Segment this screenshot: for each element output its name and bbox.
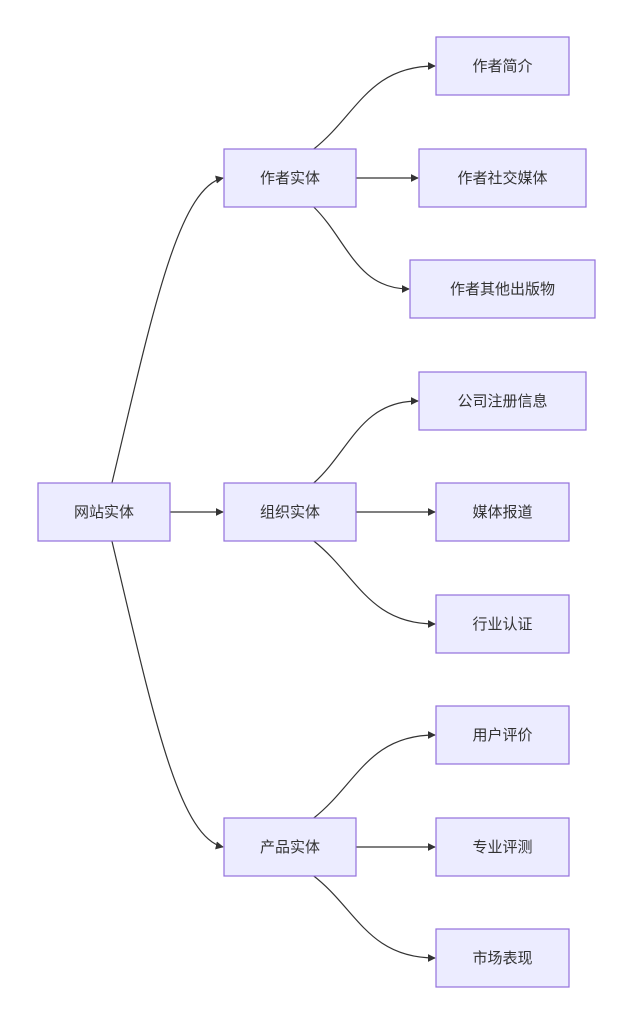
- edge-site-to-product: [111, 540, 224, 850]
- node-box: [418, 148, 587, 208]
- node-org-media[interactable]: 媒体报道: [435, 482, 570, 542]
- node-author[interactable]: 作者实体: [223, 148, 357, 208]
- node-prod-expert[interactable]: 专业评测: [435, 817, 570, 877]
- node-label: 媒体报道: [472, 503, 532, 521]
- node-label: 公司注册信息: [457, 392, 547, 410]
- node-box: [435, 482, 570, 542]
- edge-org-to-org_reg: [313, 397, 419, 484]
- node-org-reg[interactable]: 公司注册信息: [418, 371, 587, 431]
- node-box: [37, 482, 171, 542]
- node-label: 行业认证: [472, 615, 532, 633]
- node-box: [223, 148, 357, 208]
- node-label: 专业评测: [472, 838, 532, 856]
- node-label: 产品实体: [260, 838, 320, 856]
- edge-org-to-org_cert: [313, 540, 436, 628]
- node-product[interactable]: 产品实体: [223, 817, 357, 877]
- node-prod-market[interactable]: 市场表现: [435, 928, 570, 988]
- edge-product-to-prod_market: [313, 875, 436, 962]
- node-label: 作者其他出版物: [450, 280, 555, 298]
- node-author-pubs[interactable]: 作者其他出版物: [409, 259, 596, 319]
- node-box: [223, 482, 357, 542]
- node-label: 市场表现: [472, 949, 532, 967]
- edge-site-to-author: [111, 175, 224, 484]
- edge-author-to-author_bio: [313, 62, 436, 150]
- node-box: [435, 817, 570, 877]
- edges-layer: [111, 62, 436, 962]
- node-box: [409, 259, 596, 319]
- node-box: [435, 705, 570, 765]
- edge-product-to-prod_reviews: [313, 731, 436, 819]
- node-box: [435, 594, 570, 654]
- node-box: [223, 817, 357, 877]
- node-author-social[interactable]: 作者社交媒体: [418, 148, 587, 208]
- node-prod-reviews[interactable]: 用户评价: [435, 705, 570, 765]
- edge-author-to-author_pubs: [313, 206, 410, 293]
- node-label: 作者实体: [260, 169, 320, 187]
- node-author-bio[interactable]: 作者简介: [435, 36, 570, 96]
- node-box: [418, 371, 587, 431]
- node-label: 作者简介: [472, 57, 532, 75]
- node-box: [435, 928, 570, 988]
- node-org-cert[interactable]: 行业认证: [435, 594, 570, 654]
- node-label: 用户评价: [472, 726, 532, 744]
- node-box: [435, 36, 570, 96]
- node-site[interactable]: 网站实体: [37, 482, 171, 542]
- node-org[interactable]: 组织实体: [223, 482, 357, 542]
- node-label: 作者社交媒体: [457, 169, 547, 187]
- node-label: 网站实体: [74, 503, 134, 521]
- node-label: 组织实体: [260, 503, 320, 521]
